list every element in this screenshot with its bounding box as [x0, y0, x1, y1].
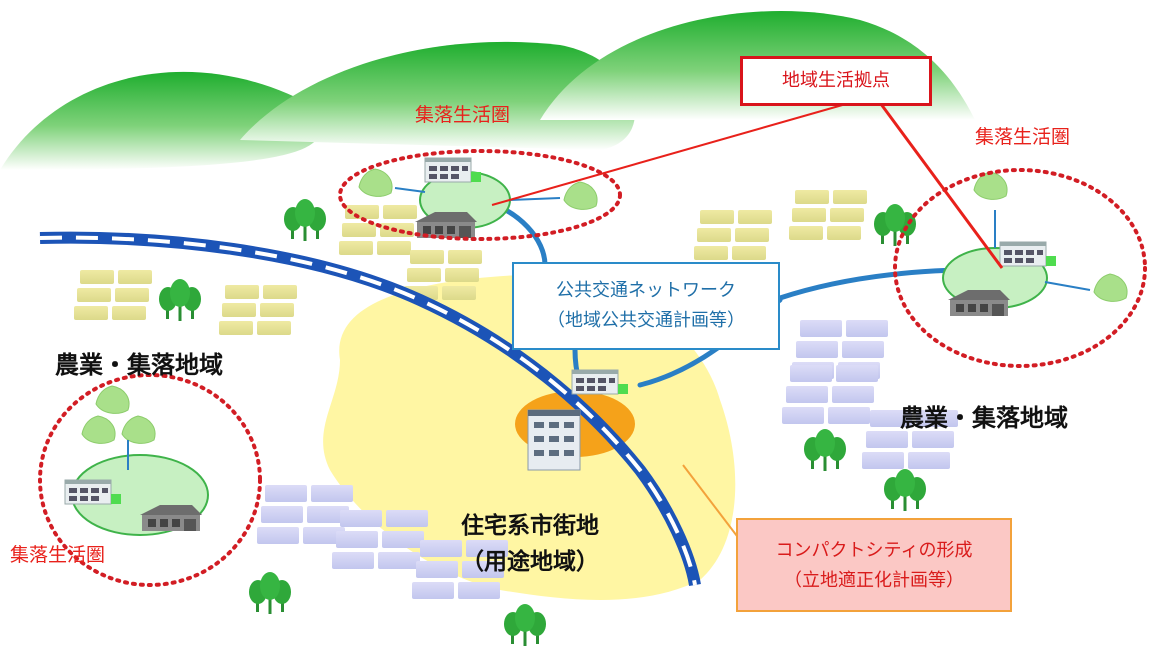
railway	[39, 231, 701, 587]
settlement-label-right: 集落生活圏	[975, 126, 1071, 148]
agri-area-label-left: 農業・集落地域	[55, 351, 223, 379]
settlement-left	[38, 373, 262, 587]
residential-area-label: 住宅系市街地 （用途地域）	[430, 508, 630, 580]
residential-label-line2: （用途地域）	[461, 549, 599, 575]
transit-label-line2: （地域公共交通計画等）	[547, 310, 745, 331]
settlement-top	[338, 149, 622, 241]
transit-label-line1: 公共交通ネットワーク	[556, 280, 736, 301]
compact-label-line2: （立地適正化計画等）	[784, 570, 964, 591]
agri-area-label-right: 農業・集落地域	[900, 404, 1068, 432]
transit-network-box: 公共交通ネットワーク （地域公共交通計画等）	[512, 262, 780, 350]
local-hub-label: 地域生活拠点	[782, 70, 890, 91]
settlement-label-top: 集落生活圏	[415, 104, 511, 126]
settlement-right	[893, 168, 1147, 368]
local-hub-box: 地域生活拠点	[740, 56, 932, 106]
compact-city-box: コンパクトシティの形成 （立地適正化計画等）	[736, 518, 1012, 612]
town-center-buildings	[527, 369, 629, 471]
settlement-label-left: 集落生活圏	[10, 544, 106, 566]
compact-label-line1: コンパクトシティの形成	[775, 540, 973, 561]
leader-lines	[491, 99, 1004, 541]
residential-label-line1: 住宅系市街地	[461, 513, 599, 539]
